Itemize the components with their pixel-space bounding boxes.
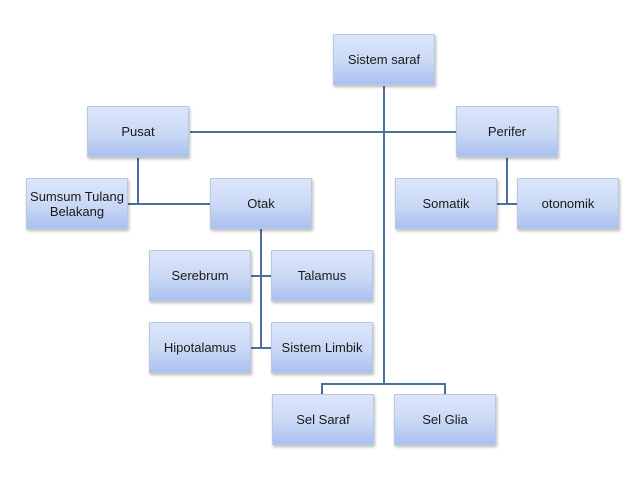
node-label: Otak (247, 196, 275, 211)
node-label: Sel Saraf (296, 412, 350, 427)
node-label: Sistem Limbik (281, 340, 363, 355)
node-otonomik: otonomik (517, 178, 619, 229)
node-label: otonomik (541, 196, 595, 211)
node-otak: Otak (210, 178, 312, 229)
node-label: Somatik (422, 196, 470, 211)
node-serebrum: Serebrum (149, 250, 251, 301)
node-sel-glia: Sel Glia (394, 394, 496, 445)
node-talamus: Talamus (271, 250, 373, 301)
node-label: Talamus (297, 268, 347, 283)
node-hipotalamus: Hipotalamus (149, 322, 251, 373)
node-label: Perifer (487, 124, 527, 139)
node-label: Sistem saraf (347, 52, 421, 67)
node-perifer: Perifer (456, 106, 558, 157)
node-sistem-saraf: Sistem saraf (333, 34, 435, 85)
node-label: Sel Glia (422, 412, 468, 427)
node-somatik: Somatik (395, 178, 497, 229)
node-pusat: Pusat (87, 106, 189, 157)
node-label: Serebrum (171, 268, 229, 283)
node-sel-saraf: Sel Saraf (272, 394, 374, 445)
node-sistem-limbik: Sistem Limbik (271, 322, 373, 373)
node-sumsum-tulang-belakang: Sumsum Tulang Belakang (26, 178, 128, 229)
node-label: Hipotalamus (163, 340, 237, 355)
node-label: Sumsum Tulang Belakang (30, 188, 124, 219)
node-label: Pusat (121, 124, 155, 139)
